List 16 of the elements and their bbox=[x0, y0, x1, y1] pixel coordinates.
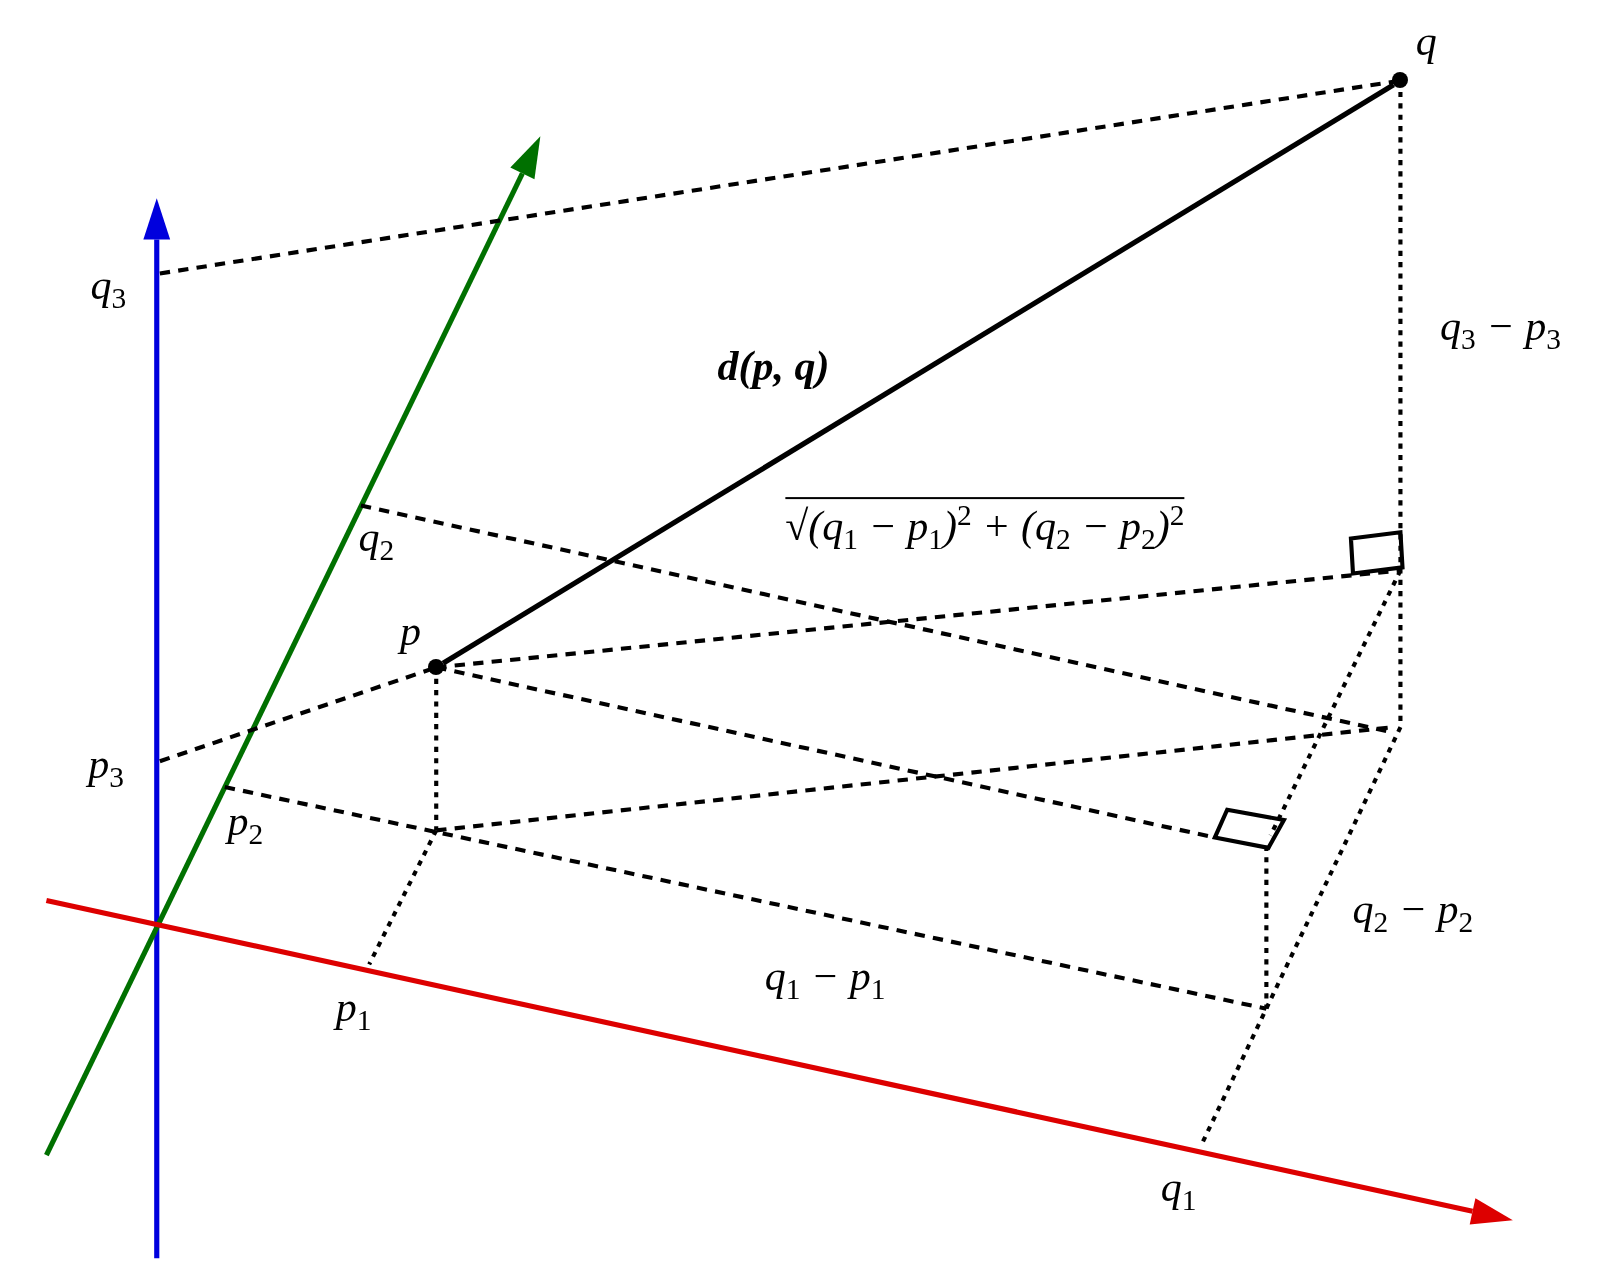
distance-label: q$_{3}$ − p$_{3}$ bbox=[1440, 305, 1561, 355]
point-dot bbox=[1392, 72, 1409, 89]
axis-label: p$_{2}$ bbox=[227, 800, 264, 850]
axis-label: p$_{1}$ bbox=[335, 985, 372, 1036]
axis-label: q$_{1}$ bbox=[1160, 1166, 1197, 1216]
axis-label: p$_{3}$ bbox=[88, 743, 125, 794]
axis-label: q$_{3}$ bbox=[90, 263, 127, 314]
formula-label: √(q$_{1}$ − p$_{1}$)$^{2}$ + (q$_{2}$ − p$_{2}$)$^{2}$ bbox=[785, 497, 1185, 555]
point-dot bbox=[428, 659, 445, 676]
distance-label: q$_{1}$ − p$_{1}$ bbox=[764, 954, 886, 1005]
axis-label: q$_{2}$ bbox=[358, 516, 395, 567]
point-label: q bbox=[1415, 20, 1437, 63]
distance-label: q$_{2}$ − p$_{2}$ bbox=[1352, 887, 1474, 938]
edge-label: d(p, q) bbox=[717, 345, 830, 388]
line-segment bbox=[441, 82, 1395, 666]
point-label: p bbox=[399, 610, 421, 653]
